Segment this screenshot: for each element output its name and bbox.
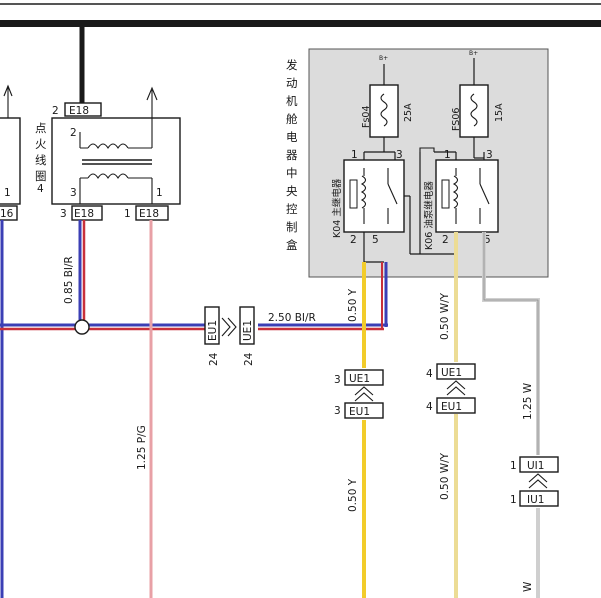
svg-text:K04 主继电器: K04 主继电器	[331, 178, 343, 238]
relay-k04: 1 3 K04 主继电器 2 5	[331, 149, 411, 263]
left-partial-component: 1 16	[0, 84, 21, 221]
svg-text:5: 5	[372, 234, 379, 246]
svg-text:E18: E18	[139, 208, 159, 220]
svg-text:1: 1	[351, 149, 358, 161]
wire-k06-out: 0.50 W/Y 0.50 W/Y	[439, 232, 458, 598]
svg-text:点: 点	[35, 121, 47, 135]
fuse-fs04: B+ Fs04 25A	[361, 55, 414, 152]
svg-text:器: 器	[286, 148, 298, 162]
svg-text:3: 3	[70, 187, 77, 199]
svg-text:16: 16	[0, 208, 14, 220]
top-frame-line	[0, 3, 601, 5]
svg-text:3: 3	[486, 149, 493, 161]
svg-text:0.50 Y: 0.50 Y	[347, 288, 359, 322]
svg-text:机: 机	[286, 94, 298, 108]
wire-fs06-out: 1.25 W W	[482, 232, 540, 598]
svg-text:B+: B+	[379, 55, 388, 62]
connector-eu1-ue1-bus: EU1 UE1 24 24	[204, 306, 255, 366]
top-bus-bar	[0, 20, 601, 27]
connector-ue1-eu1-k06: 4 UE1 4 EU1	[426, 363, 476, 414]
svg-text:IU1: IU1	[527, 494, 544, 506]
relay-k06: 1 3 K06 油泵继电器 2 5	[410, 147, 499, 255]
svg-text:1: 1	[4, 187, 11, 199]
svg-text:线: 线	[35, 153, 47, 167]
svg-text:舱: 舱	[286, 112, 298, 126]
svg-text:EU1: EU1	[349, 406, 370, 418]
svg-text:1.25 W: 1.25 W	[522, 382, 534, 420]
wire-k04-out: 0.50 Y 0.50 Y	[347, 262, 366, 598]
fuse-fs06: B+ FS06 15A	[451, 50, 505, 159]
svg-text:UE1: UE1	[349, 373, 370, 385]
ignition-coil: 2 E18 2 3 1 3 E18 1 E18 点 火 线 圈 4	[35, 27, 181, 221]
svg-text:制: 制	[286, 220, 298, 234]
svg-text:0.50 W/Y: 0.50 W/Y	[439, 292, 451, 340]
svg-text:0.50 W/Y: 0.50 W/Y	[439, 452, 451, 500]
svg-text:发: 发	[286, 58, 298, 72]
svg-text:5: 5	[484, 234, 491, 246]
svg-text:动: 动	[286, 76, 298, 90]
svg-text:1: 1	[156, 187, 163, 199]
svg-text:3: 3	[396, 149, 403, 161]
svg-text:1: 1	[510, 494, 517, 506]
svg-text:火: 火	[35, 137, 47, 151]
engine-control-box: 发 动 机 舱 电 器 中 央 控 制 盒	[286, 48, 549, 278]
svg-text:盒: 盒	[286, 238, 298, 252]
svg-text:UE1: UE1	[242, 320, 254, 341]
svg-text:4: 4	[426, 401, 433, 413]
connector-ui1-iu1: 1 UI1 1 IU1	[510, 456, 559, 507]
svg-text:24: 24	[208, 352, 220, 366]
svg-text:4: 4	[426, 368, 433, 380]
svg-text:1: 1	[444, 149, 451, 161]
svg-text:E18: E18	[69, 105, 89, 117]
svg-text:电: 电	[286, 130, 298, 144]
svg-text:3: 3	[60, 208, 67, 220]
ignition-coil-label: 点 火 线 圈 4	[35, 121, 47, 195]
svg-text:25A: 25A	[403, 103, 414, 122]
svg-text:EU1: EU1	[441, 401, 462, 413]
connector-ue1-eu1-k04: 3 UE1 3 EU1	[334, 369, 384, 419]
svg-text:中: 中	[286, 166, 298, 180]
svg-text:央: 央	[286, 184, 298, 198]
svg-text:FS06: FS06	[451, 108, 462, 131]
svg-text:控: 控	[286, 202, 298, 216]
svg-text:1.25 P/G: 1.25 P/G	[136, 425, 148, 470]
svg-text:2: 2	[52, 105, 59, 117]
svg-text:2: 2	[442, 234, 449, 246]
wire-coil-out: 1.25 P/G	[136, 220, 153, 598]
svg-text:15A: 15A	[494, 103, 505, 122]
svg-text:1: 1	[510, 460, 517, 472]
svg-text:2: 2	[350, 234, 357, 246]
svg-text:E18: E18	[74, 208, 94, 220]
svg-text:1: 1	[124, 208, 131, 220]
svg-text:圈: 圈	[35, 169, 47, 183]
svg-text:W: W	[522, 581, 534, 592]
svg-text:0.50 Y: 0.50 Y	[347, 478, 359, 512]
svg-text:B+: B+	[469, 50, 478, 57]
svg-text:EU1: EU1	[207, 320, 219, 341]
svg-text:UE1: UE1	[441, 367, 462, 379]
svg-text:4: 4	[37, 183, 44, 195]
svg-text:3: 3	[334, 405, 341, 417]
svg-text:2: 2	[70, 127, 77, 139]
svg-text:2.50 BI/R: 2.50 BI/R	[268, 312, 316, 324]
splice-point	[74, 319, 90, 335]
svg-text:Fs04: Fs04	[361, 105, 372, 128]
svg-text:K06 油泵继电器: K06 油泵继电器	[423, 181, 435, 250]
wire-ign-feed: 0.85 BI/R	[63, 220, 86, 327]
svg-text:24: 24	[243, 352, 255, 366]
svg-text:3: 3	[334, 374, 341, 386]
svg-text:UI1: UI1	[527, 460, 544, 472]
svg-text:0.85 BI/R: 0.85 BI/R	[63, 256, 75, 304]
control-box-title: 发 动 机 舱 电 器 中 央 控 制 盒	[286, 58, 298, 252]
